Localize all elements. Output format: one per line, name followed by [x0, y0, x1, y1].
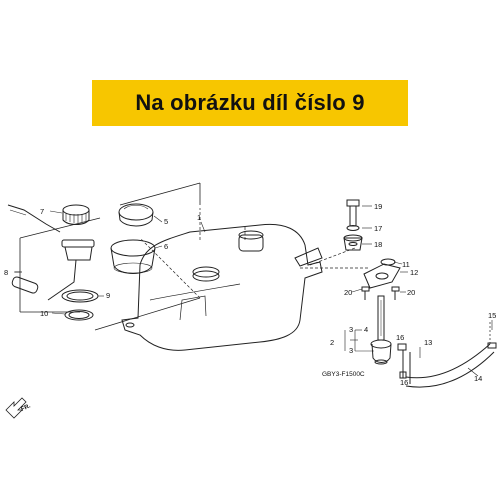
callout-2: 2 — [330, 338, 334, 347]
o-ring — [64, 309, 94, 321]
callout-17: 17 — [374, 224, 382, 233]
callout-10: 10 — [40, 309, 48, 318]
dashed-guides — [139, 208, 368, 299]
callout-5: 5 — [164, 217, 168, 226]
gasket — [61, 289, 99, 303]
fuel-cock-plate — [363, 258, 401, 289]
callout-7: 7 — [40, 207, 44, 216]
fuel-gauge-unit — [7, 204, 95, 301]
callout-14: 14 — [474, 374, 482, 383]
leader-lines — [14, 205, 493, 377]
callout-8: 8 — [4, 268, 8, 277]
callout-19: 19 — [374, 202, 382, 211]
fuel-hose — [402, 343, 495, 388]
part-banner: Na obrázku díl číslo 9 — [92, 80, 408, 126]
callout-1: 1 — [197, 213, 201, 222]
bolt — [346, 199, 360, 227]
callout-labels: 1 2 3 3 4 5 6 7 8 9 10 11 12 13 14 15 16… — [4, 202, 496, 413]
callout-9: 9 — [106, 291, 110, 300]
filler-cap — [118, 203, 154, 227]
left-bracket-lines — [15, 182, 201, 331]
callout-16b: 16 — [400, 378, 408, 387]
direction-label: FR. — [20, 403, 32, 413]
collar — [346, 225, 360, 231]
hose-clips — [397, 342, 497, 379]
callout-18: 18 — [374, 240, 382, 249]
front-direction-arrow-icon — [5, 397, 27, 419]
callout-4: 4 — [364, 325, 368, 334]
callout-16a: 16 — [396, 333, 404, 342]
callout-3b: 3 — [349, 346, 353, 355]
callout-12: 12 — [410, 268, 418, 277]
fuel-cap — [62, 204, 90, 225]
fuel-tank — [121, 223, 323, 351]
callout-20a: 20 — [344, 288, 352, 297]
callout-13: 13 — [424, 338, 432, 347]
rubber-mount — [343, 234, 363, 251]
fuel-strainer — [110, 239, 156, 274]
screws — [361, 286, 400, 300]
callout-6: 6 — [164, 242, 168, 251]
callout-20b: 20 — [407, 288, 415, 297]
diagram-code: GBY3-F1500C — [322, 371, 365, 378]
callout-11: 11 — [402, 260, 410, 269]
banner-title: Na obrázku díl číslo 9 — [135, 90, 365, 115]
fuel-cock — [370, 295, 392, 365]
callout-3a: 3 — [349, 325, 353, 334]
callout-15: 15 — [488, 311, 496, 320]
